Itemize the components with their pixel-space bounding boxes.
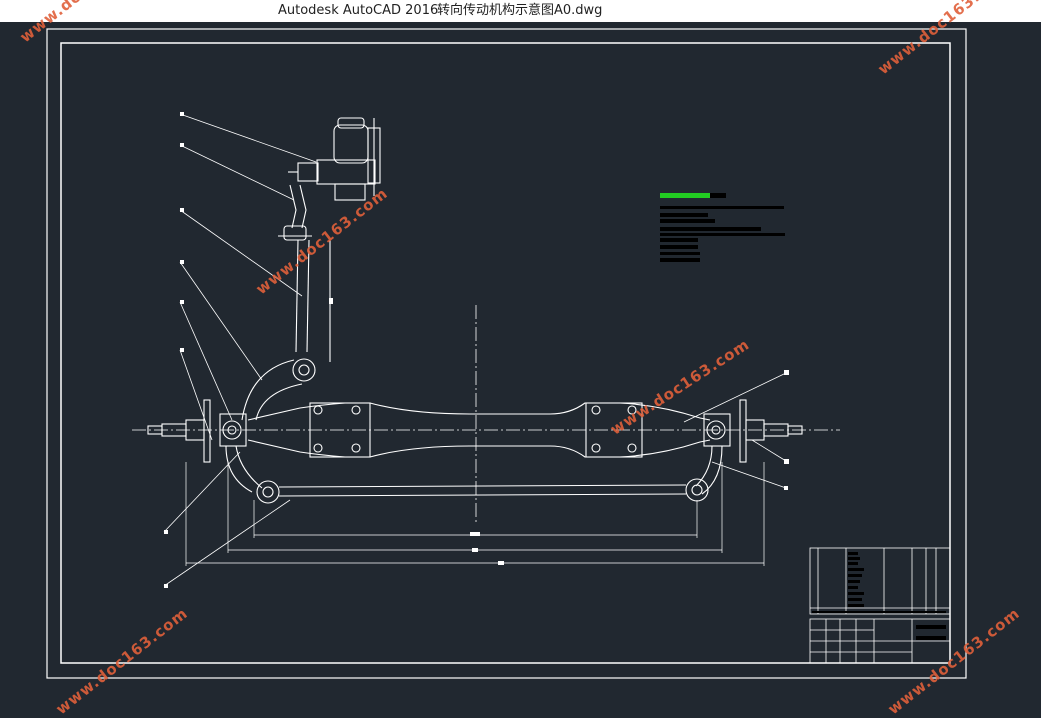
leader-tags [164,112,789,588]
technical-notes [660,193,785,262]
cad-drawing [46,28,967,679]
sheet-inner-border [60,42,951,664]
steering-assembly [132,113,840,587]
title-block [809,547,951,664]
app-title: Autodesk AutoCAD 2016 [278,3,439,18]
title-block-text [812,552,946,640]
file-title: 转向传动机构示意图A0.dwg [437,3,603,18]
sheet-outer-border [46,28,967,679]
title-bar: Autodesk AutoCAD 2016 转向传动机构示意图A0.dwg [0,0,1041,22]
